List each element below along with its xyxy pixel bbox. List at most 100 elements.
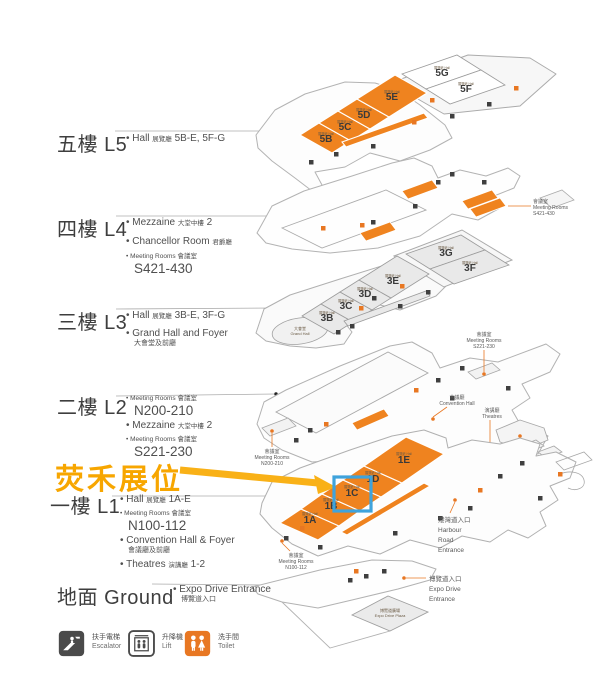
l2-meeting-left-annotation: 會議室 Meeting Rooms N200-210 — [254, 429, 290, 467]
l5-hall-5e-shape — [355, 74, 429, 118]
l1-bullet-convention: Convention Hall & Foyer 會議廳及前廳 — [120, 535, 234, 555]
lift-icon — [128, 630, 155, 657]
floor-l1-map: 展覽廳 Hall 1A 展覽廳 Hall 1B 展覽廳 Hall 1C 展覽廳 … — [259, 429, 593, 571]
l5-hall-5g-label: 5G — [435, 68, 449, 79]
l1-hall-1a-label: 1A — [304, 515, 317, 526]
l4-side-diamond — [539, 189, 575, 209]
booth-arrow-head — [314, 475, 336, 494]
l5-hall-5d-label: 5D — [358, 110, 371, 121]
l2-bullet-meeting-s: Meeting Rooms 會議室 S221-230 — [126, 436, 197, 459]
l1-bullet-meeting: Meeting Rooms 會議室 N100-112 — [120, 510, 191, 533]
l4-bullet-mezzaine: Mezzaine 大堂中樓 2 — [126, 217, 212, 229]
l5-hall-5f-shape — [425, 69, 506, 105]
l3-hall-3f-shape — [429, 249, 510, 285]
l4-orange-strips — [359, 179, 507, 242]
l3-corridor-strip — [343, 290, 431, 327]
l1-hall-1d-micro: 展覽廳 Hall — [365, 470, 381, 475]
l1-hall-1c-label: 1C — [346, 488, 359, 499]
l2-meeting-left-en: Meeting Rooms — [254, 455, 290, 461]
l1-bullet-theatres: Theatres 演講廳 1-2 — [120, 559, 205, 571]
l3-hall-3b-label: 3B — [321, 313, 334, 324]
floor-label-l2: 二樓 L2 — [57, 391, 127, 420]
l3-hall-3e-micro: 展覽廳 Hall — [385, 273, 401, 278]
l5-bullet-hall: Hall 展覽廳 5B-E, 5F-G — [126, 133, 225, 145]
floor-l3-code: L3 — [104, 312, 128, 334]
ground-plaza-shape — [350, 595, 430, 632]
floor-label-l1: 一樓 L1 — [50, 490, 120, 519]
floor-label-l3: 三樓 L3 — [57, 306, 127, 335]
l5-orange-halls — [298, 74, 429, 154]
booth-arrow-shaft — [179, 466, 319, 487]
l2-bullet-mezzaine: Mezzaine 大堂中樓 2 — [126, 420, 212, 432]
l5-hall-5f-micro: 展覽廳 Hall — [458, 81, 474, 86]
l5-hall-5b-label: 5B — [320, 134, 333, 145]
l1-harbour-label-zh: 港灣道入口 — [438, 515, 471, 524]
l2-meeting-right-annotation: 會議室 Meeting Rooms S221-230 — [466, 331, 502, 376]
floor-ground-code: Ground — [104, 587, 174, 609]
l2-orange-strip — [351, 408, 390, 431]
l4-map-icons — [321, 172, 487, 231]
l2-theatres-label-en: Theatres — [482, 414, 502, 420]
l2-theatres-label-zh: 演講廳 — [484, 407, 499, 414]
l3-map-icons — [336, 284, 431, 335]
l1-harbour-label-en2: Road — [438, 537, 454, 544]
l5-hall-5c-micro: 展覽廳 Hall — [337, 119, 353, 124]
toilet-icon — [184, 630, 211, 657]
l1-corridor-strip — [339, 482, 432, 536]
floor-l3-map: 大會堂 Grand Hall 展覽廳 Hall 3B 展覽廳 Hall 3C 展… — [255, 229, 514, 349]
floor-ground-zh: 地面 — [57, 587, 98, 609]
legend-lift-label: 升降機 Lift — [162, 634, 183, 650]
l3-hall-3d-micro: 展覽廳 Hall — [357, 286, 373, 291]
l2-meeting-left-num: N200-210 — [261, 461, 283, 467]
l2-meeting-left-zh: 會議室 — [264, 448, 279, 455]
legend-escalator: 扶手電梯 Escalator — [58, 630, 121, 657]
floor-l5-map: 展覽廳 Hall 5B 展覽廳 Hall 5C 展覽廳 Hall 5D 展覽廳 … — [255, 54, 557, 195]
l5-hall-5g-micro: 展覽廳 Hall — [434, 65, 450, 70]
l1-bullet-hall: Hall 展覽廳 1A-E — [120, 494, 191, 506]
floor-label-ground: 地面 Ground — [57, 581, 174, 610]
l4-bullet-chancellor: Chancellor Room 君爵廳 — [126, 236, 232, 248]
ground-outline — [251, 559, 437, 609]
l1-hall-1c-micro: 展覽廳 Hall — [344, 484, 360, 489]
l4-bullet-meeting-rooms: Meeting Rooms 會議室 S421-430 — [126, 253, 197, 276]
l1-meeting-annotation: 會議室 Meeting Rooms N100-112 — [278, 539, 314, 571]
l4-void-parallelogram — [280, 189, 428, 249]
l3-grand-hall-label-zh: 大會堂 — [294, 325, 306, 331]
l5-map-icons — [309, 86, 519, 165]
l2-void-parallelogram — [275, 351, 429, 434]
l2-meeting-right-zh: 會議室 — [476, 331, 491, 338]
l3-hall-3g-micro: 展覽廳 Hall — [438, 245, 454, 250]
l1-meeting-label-zh: 會議室 — [288, 552, 303, 559]
l2-bullet-meeting-n: Meeting Rooms 會議室 N200-210 — [126, 395, 197, 418]
l3-grand-hall-label-en: Grand Hall — [290, 331, 309, 336]
l1-hall-1a-micro: 展覽廳 Hall — [302, 511, 318, 516]
ground-expo-label-en1: Expo Drive — [429, 586, 461, 593]
l5-corridor-strip — [341, 112, 429, 148]
l2-meeting-right-en: Meeting Rooms — [466, 338, 502, 344]
legend-toilet: 洗手間 Toilet — [184, 630, 239, 657]
l1-map-icons — [284, 461, 563, 550]
l4-meeting-label-zh: 會議室 — [533, 198, 548, 205]
legend-escalator-label: 扶手電梯 Escalator — [92, 634, 122, 650]
l3-hall-3e-shape — [358, 255, 430, 299]
floor-l4-code: L4 — [104, 219, 128, 241]
floor-label-l4: 四樓 L4 — [57, 213, 127, 242]
floor-l2-zh: 二樓 — [57, 397, 98, 419]
l2-convention-annotation: 會議廳 Convention Hall — [431, 394, 522, 438]
l3-bullet-grand-hall: Grand Hall and Foyer 大會堂及前廳 — [126, 328, 228, 348]
l5-hall-5e-label: 5E — [386, 92, 399, 103]
legend-toilet-label: 洗手間 Toilet — [218, 634, 239, 650]
l1-meeting-label-en: Meeting Rooms — [278, 559, 314, 565]
l1-harbour-label-en3: Entrance — [438, 547, 464, 554]
l1-hall-1d-label: 1D — [367, 474, 380, 485]
booth-highlight-box — [332, 475, 373, 513]
l3-hall-3f-micro: 展覽廳 Hall — [462, 260, 478, 265]
floor-l4-zh: 四樓 — [57, 219, 98, 241]
floor-l1-code: L1 — [97, 496, 121, 518]
floor-ground-map: 博覽道廣場 Expo Drive Plaza 博覽道入口 Expo Drive … — [251, 559, 462, 649]
l3-hall-3f-label: 3F — [464, 263, 476, 274]
l3-hall-3b-micro: 展覽廳 Hall — [319, 310, 335, 315]
l1-harbour-hook-shape — [559, 471, 585, 490]
l1-hall-1e-label: 1E — [398, 455, 411, 466]
